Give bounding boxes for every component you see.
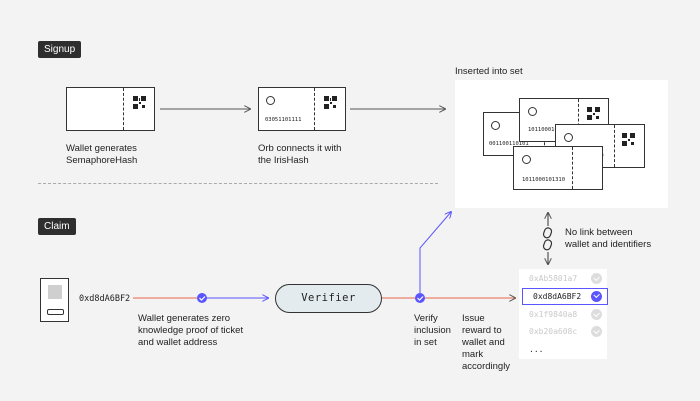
proof-check-icon	[197, 293, 207, 303]
issue-caption-line1: Issue	[462, 313, 485, 324]
address-row-more: ...	[529, 345, 544, 354]
inclusion-check-icon	[415, 293, 425, 303]
address-list: 0xAb5801a7 0xd8dA6BF2 0x1f9840a8 0xb20a6…	[519, 269, 608, 359]
semaphore-ticket	[66, 87, 155, 131]
broken-link-icon	[542, 227, 553, 251]
issue-caption-line3: wallet and	[462, 337, 505, 348]
verify-caption-line3: in set	[414, 337, 437, 348]
orb-ticket: 03051101111	[258, 87, 346, 131]
address-row-active: 0xd8dA6BF2	[522, 288, 608, 305]
wallet-caption-line3: and wallet address	[138, 337, 218, 348]
ticket-hole	[266, 96, 275, 105]
verify-caption-line1: Verify	[414, 313, 438, 324]
qr-code-icon	[622, 133, 635, 146]
wallet-address: 0xd8dA6BF2	[79, 294, 131, 304]
set-ticket-number: 1011000101310	[522, 177, 566, 183]
wallet-caption-line2: knowledge proof of ticket	[138, 325, 244, 336]
issue-caption-line4: mark	[462, 349, 484, 360]
address-row: 0xAb5801a7	[519, 270, 607, 287]
qr-code-icon	[324, 96, 337, 109]
check-icon	[591, 273, 602, 284]
address-row: 0x1f9840a8	[519, 306, 607, 323]
step1-caption-line2: SemaphoreHash	[66, 155, 138, 166]
wallet-qr-blur	[48, 285, 62, 299]
no-link-caption-line2: wallet and identifiers	[565, 239, 652, 250]
verify-caption-line2: inclusion	[414, 325, 451, 336]
claim-section-tag: Claim	[38, 218, 76, 235]
check-icon	[591, 309, 602, 320]
issue-caption-line2: reward to	[462, 325, 502, 336]
step2-caption-line2: the IrisHash	[258, 155, 309, 166]
qr-code-icon	[587, 107, 600, 120]
set-panel: 001100110101 101100010010 101100010010 1…	[455, 80, 668, 208]
verifier-node: Verifier	[275, 284, 382, 313]
section-divider	[38, 183, 438, 184]
signup-section-tag: Signup	[38, 41, 82, 58]
wallet-device	[40, 278, 69, 322]
issue-caption-line5: accordingly	[462, 361, 511, 372]
check-icon	[591, 326, 602, 337]
no-link-caption-line1: No link between	[565, 227, 633, 238]
set-ticket-number: 101100010010	[528, 127, 568, 133]
wallet-caption-line1: Wallet generates zero	[138, 313, 231, 324]
qr-code-icon	[133, 96, 146, 109]
address-row: 0xb20a608c	[519, 323, 607, 340]
verifier-label: Verifier	[301, 292, 356, 304]
step2-caption-line1: Orb connects it with	[258, 143, 342, 154]
arrow-to-set	[419, 212, 451, 293]
ticket-number: 03051101111	[265, 117, 302, 123]
step1-caption-line1: Wallet generates	[66, 143, 137, 154]
set-ticket: 1011000101310	[513, 146, 603, 190]
set-title: Inserted into set	[455, 66, 523, 77]
set-ticket-number: 001100110101	[489, 141, 529, 147]
check-icon	[591, 291, 602, 302]
wallet-button	[47, 309, 64, 315]
